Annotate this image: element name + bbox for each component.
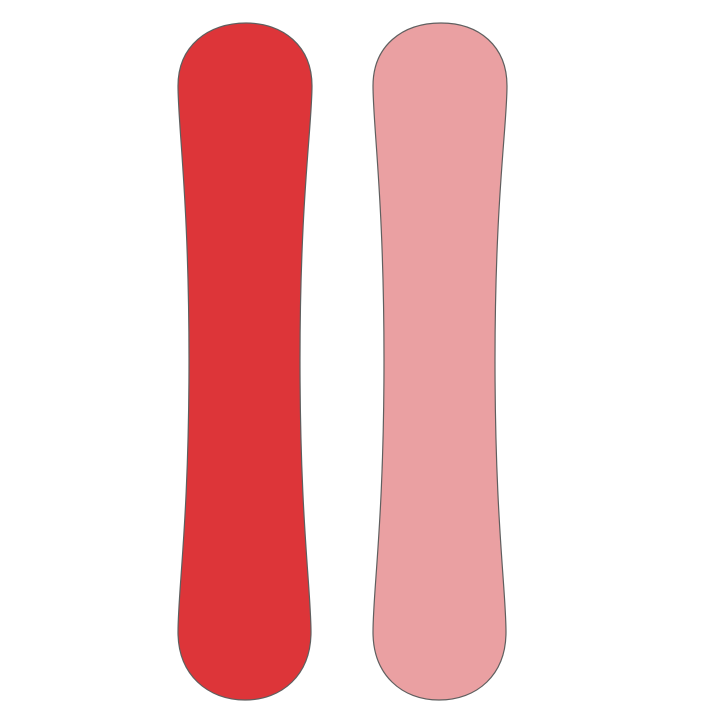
snowboard-pink (372, 22, 508, 701)
snowboard-red (177, 22, 313, 701)
